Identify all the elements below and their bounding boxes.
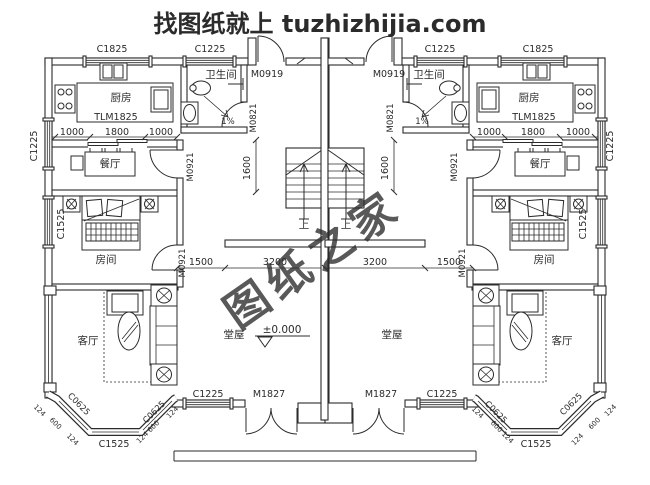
window-living-side	[43, 285, 57, 393]
label-window-c1225-bottom-right: C1225	[427, 389, 458, 400]
dim-1000-right-a: 1000	[477, 127, 501, 138]
label-window-c1225-top-left: C1225	[195, 44, 226, 55]
label-window-c1525-rightwall: C1525	[578, 209, 589, 240]
dim-1000-right-b: 1000	[566, 127, 590, 138]
label-door-m0921-dining-right: M0921	[450, 153, 460, 182]
dim-1600-left: 1600	[242, 156, 253, 180]
dim-3200-left: 3200	[263, 257, 287, 268]
dining-furniture	[70, 142, 136, 177]
label-room-bathroom-right: 卫生间	[413, 68, 445, 81]
label-room-hall-left: 堂屋	[224, 329, 245, 341]
label-window-c1225-bottom-left: C1225	[193, 389, 224, 400]
door-m0919	[257, 35, 306, 65]
label-room-living-right: 客厅	[552, 334, 573, 347]
dim-600-lba: 600	[48, 416, 63, 431]
label-door-tlm1825-left: TLM1825	[93, 112, 137, 123]
living-furniture	[103, 284, 178, 386]
dim-124-lba: 124	[32, 403, 47, 418]
label-stair-up-left: 上	[299, 219, 310, 231]
label-room-kitchen-left: 厨房	[111, 91, 132, 104]
dim-124-rbb: 124	[570, 432, 585, 447]
label-room-dining-right: 餐厅	[530, 157, 551, 170]
anno-slope-right: 1%	[415, 117, 429, 127]
anno-slope-left: 1%	[221, 117, 235, 127]
label-window-c1525-bay-right: C1525	[521, 439, 552, 450]
label-window-c1825-right: C1825	[523, 44, 554, 55]
window-c1225-top	[182, 55, 237, 68]
label-window-c1825-left: C1825	[97, 44, 128, 55]
label-stair-up-right: 上	[341, 219, 352, 231]
dim-1800-right: 1800	[521, 127, 545, 138]
window-c1525-side	[42, 195, 55, 249]
label-door-m0921-dining-left: M0921	[186, 153, 196, 182]
label-room-dining-left: 餐厅	[100, 157, 121, 170]
side-table-lamp-icon	[150, 284, 178, 386]
door-m0921-bedroom	[151, 244, 178, 271]
label-window-c1225-rightwall: C1225	[605, 131, 616, 162]
dimension-lines	[51, 133, 329, 272]
staircase	[285, 147, 323, 220]
label-room-bedroom-right: 房间	[534, 253, 555, 266]
label-room-living-left: 客厅	[78, 334, 99, 347]
window-c1225-bottom	[182, 397, 234, 410]
window-symbols	[42, 55, 237, 436]
label-door-m0919-right: M0919	[373, 69, 405, 80]
door-symbols	[149, 35, 306, 435]
label-door-tlm1825-right: TLM1825	[511, 112, 555, 123]
label-room-hall-right: 堂屋	[382, 329, 403, 341]
entry-steps	[173, 450, 325, 462]
door-m1827	[245, 407, 298, 435]
label-door-m0919-left: M0919	[251, 69, 283, 80]
dim-124-rba: 124	[603, 403, 618, 418]
dim-124-lbb: 124	[65, 432, 80, 447]
sliding-door-tlm1825	[87, 139, 148, 148]
dim-1000-left-a: 1000	[60, 127, 84, 138]
kitchen-furniture	[54, 62, 174, 123]
label-door-m0921-bedroom-left: M0921	[178, 249, 188, 278]
label-window-c1225-leftwall: C1225	[29, 131, 40, 162]
label-window-c1525-bay-left: C1525	[99, 439, 130, 450]
dim-1800-left: 1800	[105, 127, 129, 138]
site-watermark-text: 找图纸就上 tuzhizhijia.com	[154, 10, 487, 38]
label-door-m1827-left: M1827	[253, 389, 285, 400]
anno-elevation: ±0.000	[263, 324, 302, 336]
label-door-m0921-bedroom-right: M0921	[458, 249, 468, 278]
dim-1500-left: 1500	[189, 257, 213, 268]
bay-window	[46, 390, 178, 436]
label-door-m0821-right: M0821	[386, 104, 396, 133]
dim-1500-right: 1500	[437, 257, 461, 268]
dim-1000-left-b: 1000	[149, 127, 173, 138]
dim-1600-right: 1600	[380, 156, 391, 180]
window-c1225-side	[42, 117, 55, 171]
bathroom-fixtures	[180, 78, 244, 125]
dim-3200-right: 3200	[363, 257, 387, 268]
label-door-m0821-left: M0821	[249, 104, 259, 133]
label-room-bedroom-left: 房间	[96, 253, 117, 266]
nightstand-lamp-icon	[62, 195, 159, 213]
blanket-hatch	[86, 223, 138, 241]
label-room-kitchen-right: 厨房	[519, 91, 540, 104]
elevation-marker	[255, 335, 310, 348]
label-window-c1525-leftwall: C1525	[56, 209, 67, 240]
dim-600-rba: 600	[587, 416, 602, 431]
door-m0821	[203, 95, 248, 128]
label-door-m1827-right: M1827	[365, 389, 397, 400]
bedroom-furniture	[62, 195, 159, 251]
label-room-bathroom-left: 卫生间	[205, 68, 237, 81]
label-window-c1225-top-right: C1225	[425, 44, 456, 55]
door-m0921-dining	[149, 149, 179, 179]
